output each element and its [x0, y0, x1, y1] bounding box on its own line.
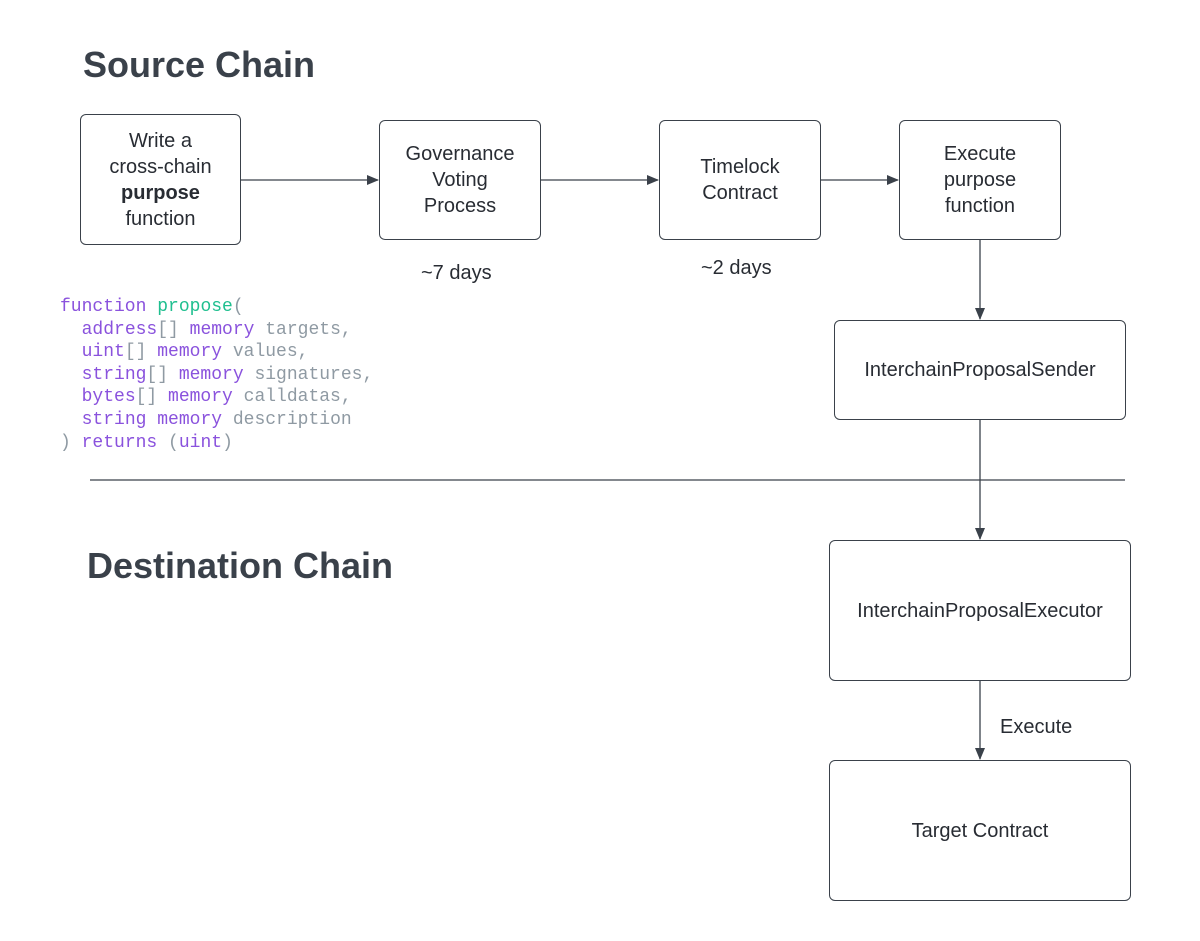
executor-node-label: InterchainProposalExecutor — [857, 599, 1103, 622]
target-contract-node: Target Contract — [829, 760, 1131, 901]
code-token: values, — [222, 342, 309, 363]
code-token: memory — [157, 409, 223, 430]
write-node-line-1: Write a — [129, 129, 192, 152]
timelock-node-line-1: Timelock — [700, 156, 780, 178]
execute-node-line-1: Execute — [943, 143, 1017, 165]
timelock-duration-label: ~2 days — [701, 257, 772, 279]
code-line: string memory description — [60, 410, 352, 430]
code-token — [146, 410, 157, 430]
interchain-proposal-sender-node: InterchainProposalSender — [834, 320, 1126, 420]
destination-chain-title: Destination Chain — [87, 545, 394, 586]
code-token: function — [60, 297, 147, 317]
code-token: ( — [232, 297, 244, 317]
code-token: string — [81, 364, 147, 385]
governance-node-line-3: Process — [423, 195, 497, 217]
execute-node-line-2: purpose — [943, 169, 1017, 191]
execute-edge-label: Execute — [1000, 716, 1073, 738]
governance-duration-label: ~7 days — [421, 262, 492, 284]
code-token: targets, — [254, 319, 352, 340]
code-token: ) — [60, 432, 82, 453]
propose-function-code-snippet: function propose( address[] memory targe… — [60, 296, 373, 454]
code-token: [] — [146, 364, 179, 385]
code-token: uint — [178, 432, 223, 453]
code-token — [60, 342, 82, 362]
code-line: address[] memory targets, — [60, 320, 352, 340]
target-node-label: Target Contract — [911, 819, 1049, 842]
code-token: memory — [189, 319, 255, 340]
timelock-node-line-2: Contract — [702, 182, 778, 204]
code-token — [60, 387, 82, 407]
code-token: memory — [178, 364, 244, 385]
write-node-line-2: cross-chain — [109, 155, 212, 178]
code-token: [] — [157, 319, 190, 340]
code-line: ) returns (uint) — [60, 433, 233, 453]
write-purpose-function-node: Write a cross-chain purpose function — [80, 114, 241, 245]
code-token: bytes — [81, 387, 136, 408]
code-token: ( — [157, 432, 179, 453]
code-line: uint[] memory values, — [60, 342, 309, 363]
code-token: memory — [168, 387, 233, 408]
code-token: ) — [222, 432, 233, 453]
code-token: address — [81, 319, 158, 340]
code-token: string — [81, 409, 147, 430]
code-token: [] — [135, 387, 169, 408]
write-node-line-4: function — [125, 207, 196, 230]
interchain-proposal-executor-node: InterchainProposalExecutor — [829, 540, 1131, 681]
source-chain-title: Source Chain — [83, 44, 316, 85]
governance-voting-node: Governance Voting Process — [379, 120, 541, 240]
code-line: string[] memory signatures, — [60, 364, 374, 385]
code-line: function propose( — [60, 297, 244, 317]
code-token — [60, 365, 82, 385]
code-token — [60, 320, 82, 340]
execute-purpose-function-node: Execute purpose function — [899, 120, 1061, 240]
code-token — [60, 410, 82, 430]
governance-node-line-2: Voting — [432, 169, 488, 191]
code-token: uint — [81, 342, 125, 363]
code-token: calldatas, — [232, 387, 352, 408]
code-token: memory — [157, 342, 223, 363]
code-token: signatures, — [243, 364, 374, 385]
timelock-contract-node: Timelock Contract — [659, 120, 821, 240]
governance-node-line-1: Governance — [405, 143, 515, 165]
code-token: description — [222, 409, 352, 430]
code-token: returns — [81, 432, 158, 453]
write-node-line-3-bold: purpose — [121, 181, 200, 204]
code-token: propose — [157, 297, 233, 317]
code-token: [] — [124, 342, 158, 363]
code-token — [146, 297, 157, 317]
sender-node-label: InterchainProposalSender — [864, 359, 1096, 381]
execute-node-line-3: function — [944, 195, 1016, 217]
code-line: bytes[] memory calldatas, — [60, 387, 352, 407]
